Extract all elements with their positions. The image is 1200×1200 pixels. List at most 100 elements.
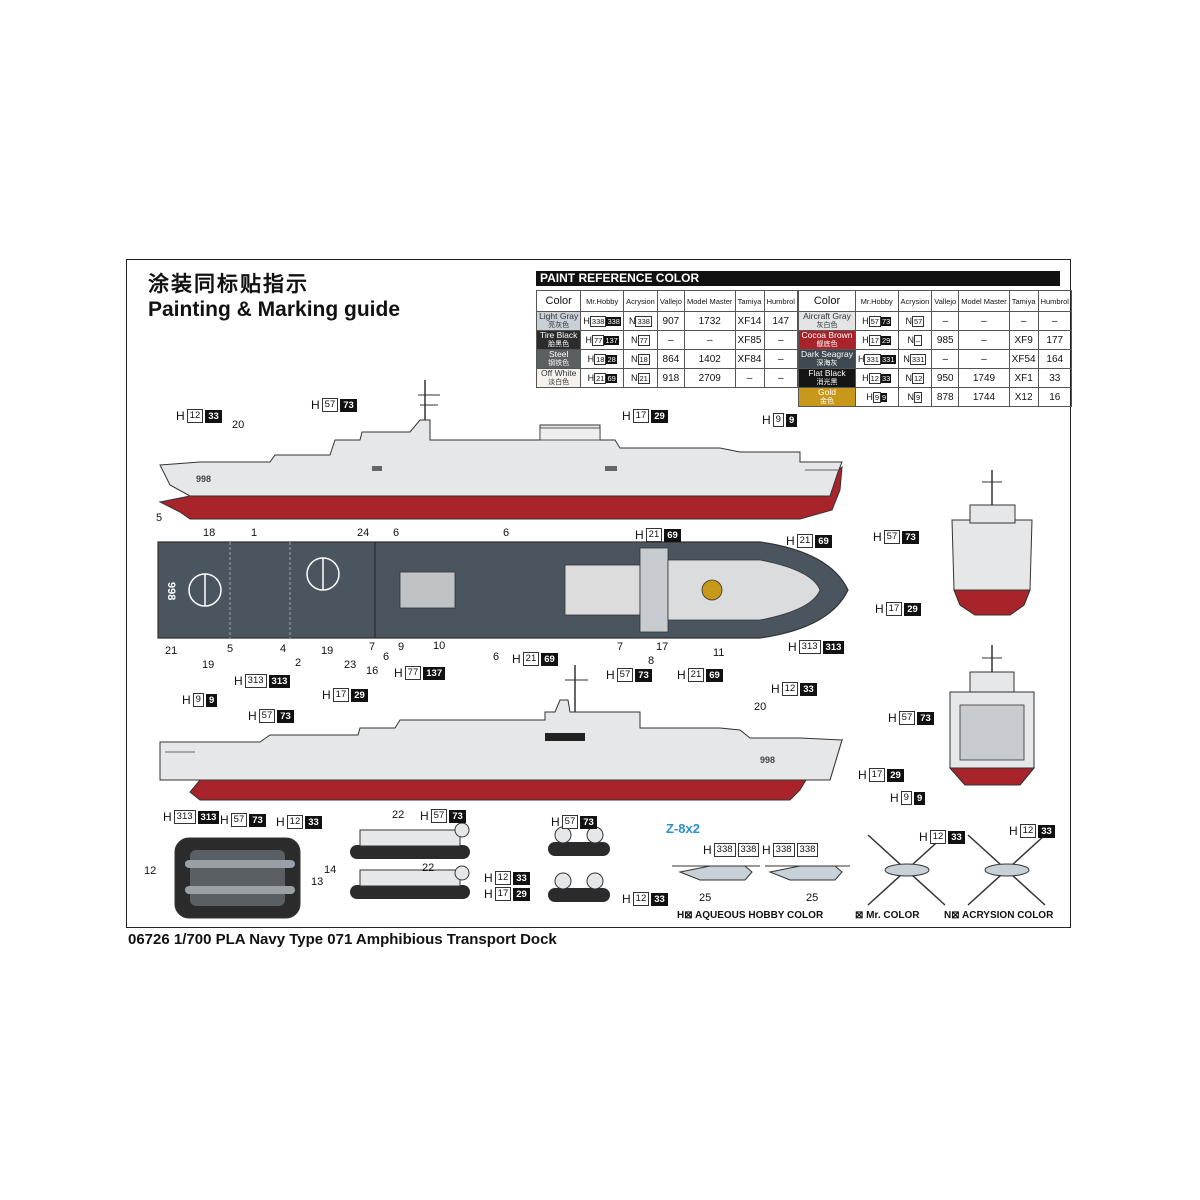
part-number: 13 (311, 876, 324, 888)
part-number: 16 (366, 665, 379, 677)
helicopter-top-2 (967, 834, 1046, 906)
paint-reference-header: PAINT REFERENCE COLOR (536, 271, 1060, 286)
part-number: 23 (344, 659, 357, 671)
side-profile-top (158, 380, 843, 520)
part-number: 12 (144, 865, 157, 877)
lcac-rear (548, 872, 610, 902)
part-number: 17 (656, 641, 669, 653)
lcac-front (548, 826, 610, 856)
part-number: 11 (713, 647, 725, 659)
part-number: 10 (433, 640, 446, 652)
product-caption: 06726 1/700 PLA Navy Type 071 Amphibious… (128, 931, 557, 948)
part-number: 22 (392, 809, 405, 821)
helicopter-top-1 (867, 834, 946, 906)
part-number: 20 (232, 419, 245, 431)
part-number: 7 (369, 641, 376, 653)
part-number: 21 (165, 645, 178, 657)
part-number: 6 (393, 527, 400, 539)
part-number: 25 (699, 892, 712, 904)
lcac-plan (174, 837, 301, 919)
tamiya-code: XF84 (734, 349, 765, 369)
title-english: Painting & Marking guide (148, 298, 401, 321)
part-number: 22 (422, 862, 435, 874)
bow-deck (667, 559, 821, 621)
mm-code: 1744 (958, 387, 1010, 407)
part-number: 24 (357, 527, 370, 539)
plan-view (157, 541, 849, 639)
column-header: Humbrol (763, 290, 798, 312)
legend-acrysion: N⊠ ACRYSION COLOR (944, 910, 1054, 921)
tamiya-code: XF85 (734, 330, 765, 350)
hull-number-top: 998 (196, 474, 211, 484)
part-number: 2 (295, 657, 302, 669)
part-number: 6 (383, 651, 390, 663)
part-number: 14 (324, 864, 337, 876)
front-view (951, 470, 1033, 616)
vallejo-code: 918 (656, 368, 685, 388)
hull-number-deck: 998 (165, 582, 177, 600)
part-number: 19 (321, 645, 334, 657)
superstructure-plan (564, 564, 641, 616)
part-number: 7 (617, 641, 624, 653)
part-number: 5 (227, 643, 234, 655)
part-number: 5 (156, 512, 163, 524)
tamiya-code: – (734, 368, 765, 388)
helicopter-side-2 (765, 865, 850, 881)
part-number: 8 (648, 655, 655, 667)
vallejo-code: 878 (931, 387, 960, 407)
part-number: 1 (251, 527, 258, 539)
hull-number-lower: 998 (760, 755, 775, 765)
hull-upper-lower (159, 699, 843, 781)
legend-aqueous: H⊠ AQUEOUS HOBBY COLOR (677, 910, 824, 921)
rear-view (948, 645, 1036, 786)
